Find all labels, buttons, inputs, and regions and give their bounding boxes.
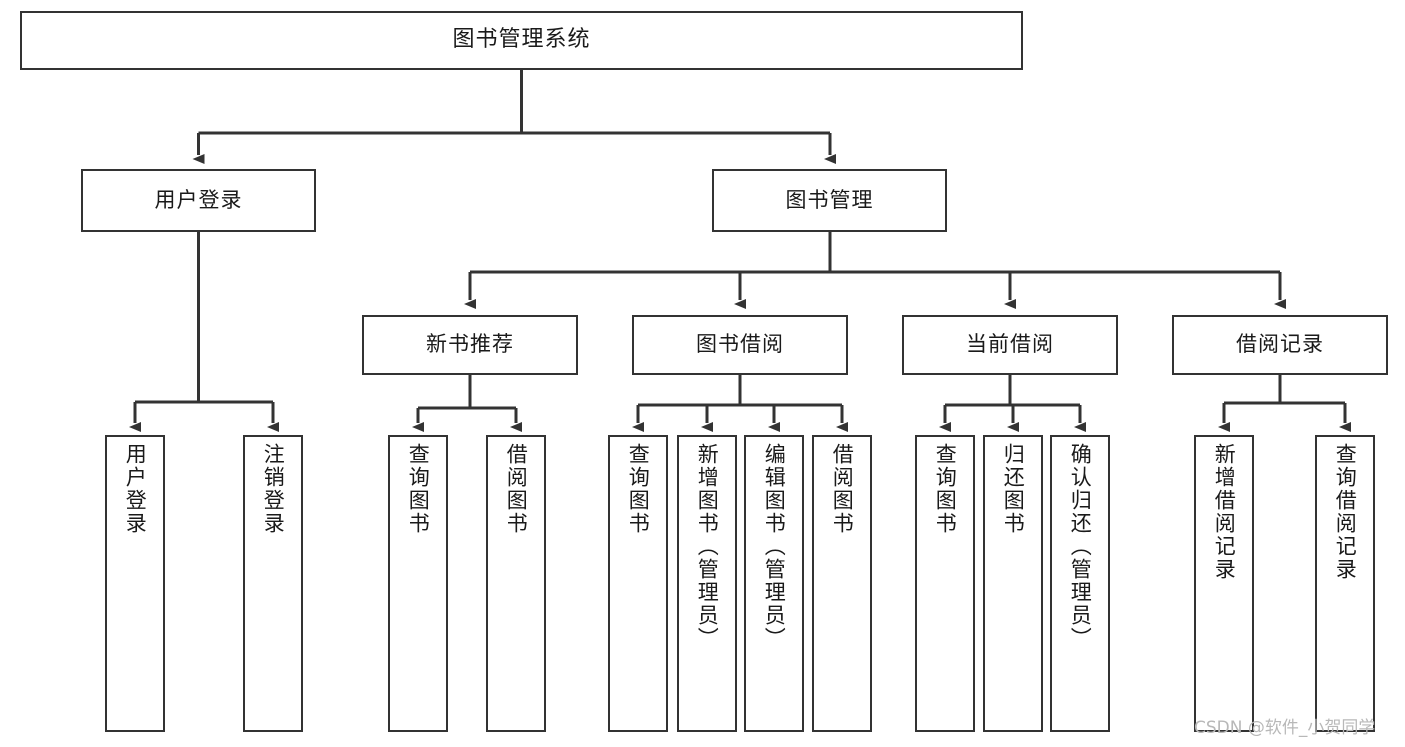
watermark: CSDN @软件_小贺同学 [1194, 718, 1376, 738]
node-book-borrow[interactable]: 图书借阅 [632, 315, 848, 375]
node-root-system[interactable]: 图书管理系统 [20, 11, 1023, 70]
node-leaf-query-book-3[interactable]: 查询图书 [915, 435, 975, 732]
node-label: 查询图书 [406, 443, 431, 535]
node-label: 新书推荐 [426, 332, 514, 357]
node-new-book-recommend[interactable]: 新书推荐 [362, 315, 578, 375]
node-leaf-query-book-1[interactable]: 查询图书 [388, 435, 448, 732]
node-leaf-add-record[interactable]: 新增借阅记录 [1194, 435, 1254, 732]
node-leaf-logout[interactable]: 注销登录 [243, 435, 303, 732]
node-label: 图书借阅 [696, 332, 784, 357]
node-label: 用户登录 [123, 443, 148, 535]
node-label: 借阅图书 [830, 443, 855, 535]
node-label: 归还图书 [1001, 443, 1026, 535]
node-leaf-add-book[interactable]: 新增图书（管理员） [677, 435, 737, 732]
node-leaf-borrow-book-2[interactable]: 借阅图书 [812, 435, 872, 732]
node-label: 新增借阅记录 [1212, 443, 1237, 581]
node-current-borrow[interactable]: 当前借阅 [902, 315, 1118, 375]
node-user-login[interactable]: 用户登录 [81, 169, 316, 232]
node-label: 注销登录 [261, 443, 286, 535]
node-leaf-return-book[interactable]: 归还图书 [983, 435, 1043, 732]
node-label: 图书管理 [785, 187, 874, 212]
node-label: 图书管理系统 [452, 27, 591, 53]
node-label: 确认归还（管理员） [1068, 443, 1093, 650]
node-leaf-query-book-2[interactable]: 查询图书 [608, 435, 668, 732]
node-borrow-record[interactable]: 借阅记录 [1172, 315, 1388, 375]
node-label: 编辑图书（管理员） [762, 443, 787, 650]
node-label: 借阅记录 [1236, 332, 1324, 357]
node-label: 当前借阅 [966, 332, 1054, 357]
node-label: 查询图书 [933, 443, 958, 535]
node-label: 新增图书（管理员） [695, 443, 720, 650]
node-label: 借阅图书 [504, 443, 529, 535]
node-leaf-confirm-return[interactable]: 确认归还（管理员） [1050, 435, 1110, 732]
node-leaf-edit-book[interactable]: 编辑图书（管理员） [744, 435, 804, 732]
node-leaf-user-login[interactable]: 用户登录 [105, 435, 165, 732]
node-leaf-query-record[interactable]: 查询借阅记录 [1315, 435, 1375, 732]
node-book-manage[interactable]: 图书管理 [712, 169, 947, 232]
node-label: 查询图书 [626, 443, 651, 535]
node-label: 用户登录 [154, 187, 243, 212]
node-label: 查询借阅记录 [1333, 443, 1358, 581]
node-leaf-borrow-book-1[interactable]: 借阅图书 [486, 435, 546, 732]
